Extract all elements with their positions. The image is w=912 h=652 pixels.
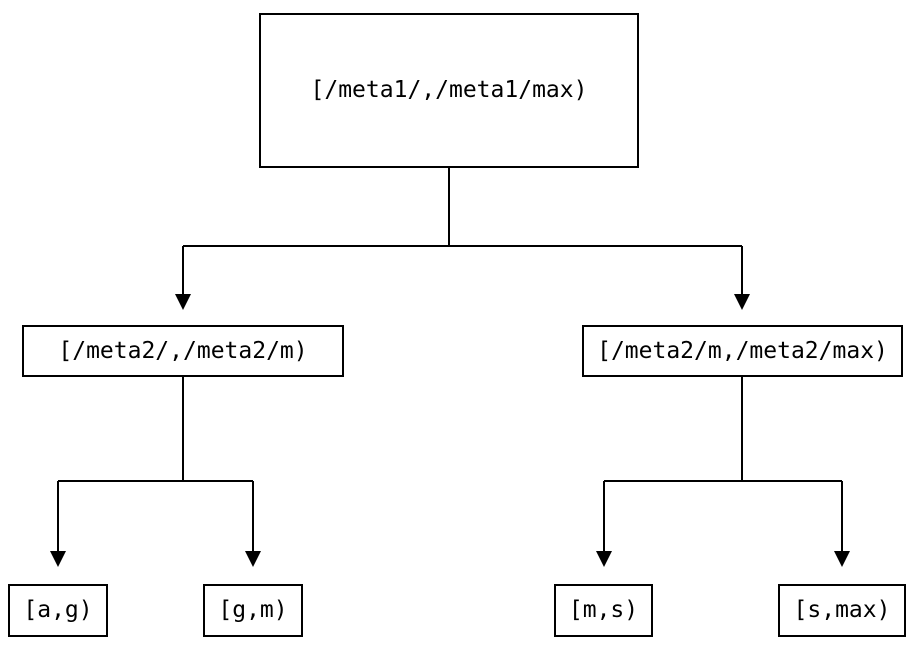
arrow-down-icon [596, 551, 612, 567]
node-leaf-gm: [g,m) [203, 584, 303, 637]
node-left-range-label: [/meta2/,/meta2/m) [58, 337, 308, 364]
node-root: [/meta1/,/meta1/max) [259, 13, 639, 168]
node-leaf-ag: [a,g) [8, 584, 108, 637]
arrow-down-icon [245, 551, 261, 567]
node-leaf-smax-label: [s,max) [793, 597, 891, 623]
node-right-range: [/meta2/m,/meta2/max) [582, 325, 903, 377]
arrow-down-icon [834, 551, 850, 567]
node-root-label: [/meta1/,/meta1/max) [310, 77, 588, 103]
node-leaf-smax: [s,max) [778, 584, 906, 637]
arrow-down-icon [175, 294, 191, 310]
node-leaf-ag-label: [a,g) [23, 597, 93, 623]
arrow-down-icon [734, 294, 750, 310]
node-leaf-gm-label: [g,m) [218, 597, 288, 623]
node-left-range: [/meta2/,/meta2/m) [22, 325, 344, 377]
node-right-range-label: [/meta2/m,/meta2/max) [597, 337, 888, 364]
arrow-down-icon [50, 551, 66, 567]
node-leaf-ms-label: [m,s) [568, 597, 639, 623]
node-leaf-ms: [m,s) [554, 584, 653, 637]
